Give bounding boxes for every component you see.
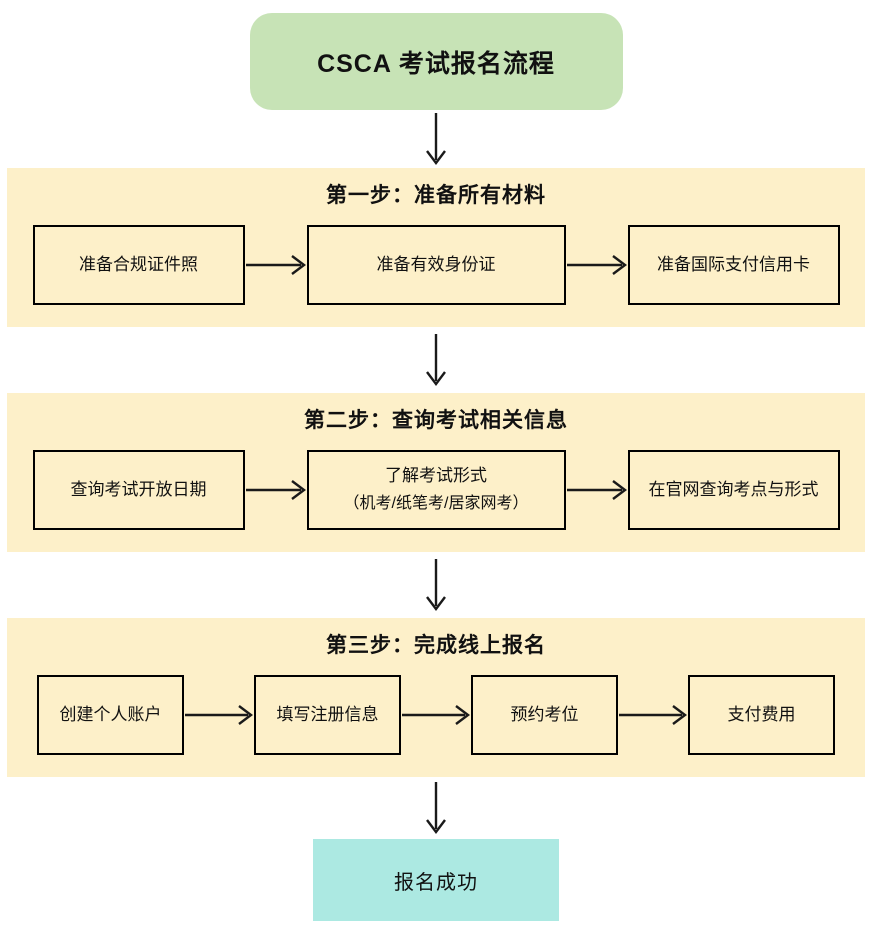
step-node: 在官网查询考点与形式: [627, 450, 840, 530]
arrow-right-icon: [245, 478, 307, 502]
steps-row: 创建个人账户 填写注册信息 预约考位: [37, 675, 835, 755]
step-node-label: 准备合规证件照: [79, 255, 198, 274]
arrow-right-icon: [566, 253, 628, 277]
step-node-label: 预约考位: [510, 705, 579, 724]
arrow-right-icon: [245, 253, 307, 277]
step-node-sublabel: （机考/纸笔考/居家网考）: [343, 495, 529, 512]
arrow-right-icon: [618, 703, 688, 727]
section-title: 第三步：完成线上报名: [326, 634, 546, 657]
end-node: 报名成功: [313, 839, 559, 921]
section-step1: 第一步：准备所有材料 准备合规证件照 准备有效身份证 准: [7, 168, 865, 327]
step-node: 填写注册信息: [254, 675, 401, 755]
step-node: 准备合规证件照: [32, 225, 245, 305]
start-node: CSCA 考试报名流程: [249, 13, 623, 110]
step-node: 准备有效身份证: [306, 225, 566, 305]
step-node-label: 填写注册信息: [276, 705, 379, 724]
section-title: 第二步：查询考试相关信息: [304, 409, 568, 432]
arrow-down-icon: [424, 552, 448, 618]
step-node-label: 准备国际支付信用卡: [657, 255, 810, 274]
arrow-right-icon: [566, 478, 628, 502]
arrow-down-icon: [424, 777, 448, 839]
arrow-right-icon: [401, 703, 471, 727]
section-step2: 第二步：查询考试相关信息 查询考试开放日期 了解考试形式 （机考/纸笔考/居家网…: [7, 393, 865, 552]
step-node: 预约考位: [471, 675, 618, 755]
step-node-label: 查询考试开放日期: [70, 480, 207, 499]
step-node: 支付费用: [688, 675, 835, 755]
step-node-label: 创建个人账户: [59, 705, 162, 724]
arrow-right-icon: [184, 703, 254, 727]
step-node-label: 了解考试形式: [385, 466, 487, 485]
step-node-label: 准备有效身份证: [376, 255, 496, 274]
step-node: 查询考试开放日期: [32, 450, 245, 530]
section-step3: 第三步：完成线上报名 创建个人账户 填写注册信息 预约考: [7, 618, 865, 777]
steps-row: 准备合规证件照 准备有效身份证 准备国际支付信用卡: [32, 225, 840, 305]
arrow-down-icon: [424, 327, 448, 393]
arrow-down-icon: [424, 110, 448, 168]
step-node: 创建个人账户: [37, 675, 184, 755]
step-node: 准备国际支付信用卡: [627, 225, 840, 305]
section-title: 第一步：准备所有材料: [326, 184, 546, 207]
steps-row: 查询考试开放日期 了解考试形式 （机考/纸笔考/居家网考） 在官网查询考点与形式: [32, 450, 840, 530]
step-node: 了解考试形式 （机考/纸笔考/居家网考）: [306, 450, 566, 530]
start-node-label: CSCA 考试报名流程: [317, 49, 555, 78]
step-node-label: 在官网查询考点与形式: [648, 480, 819, 499]
step-node-label: 支付费用: [727, 705, 796, 724]
end-node-label: 报名成功: [394, 871, 478, 894]
